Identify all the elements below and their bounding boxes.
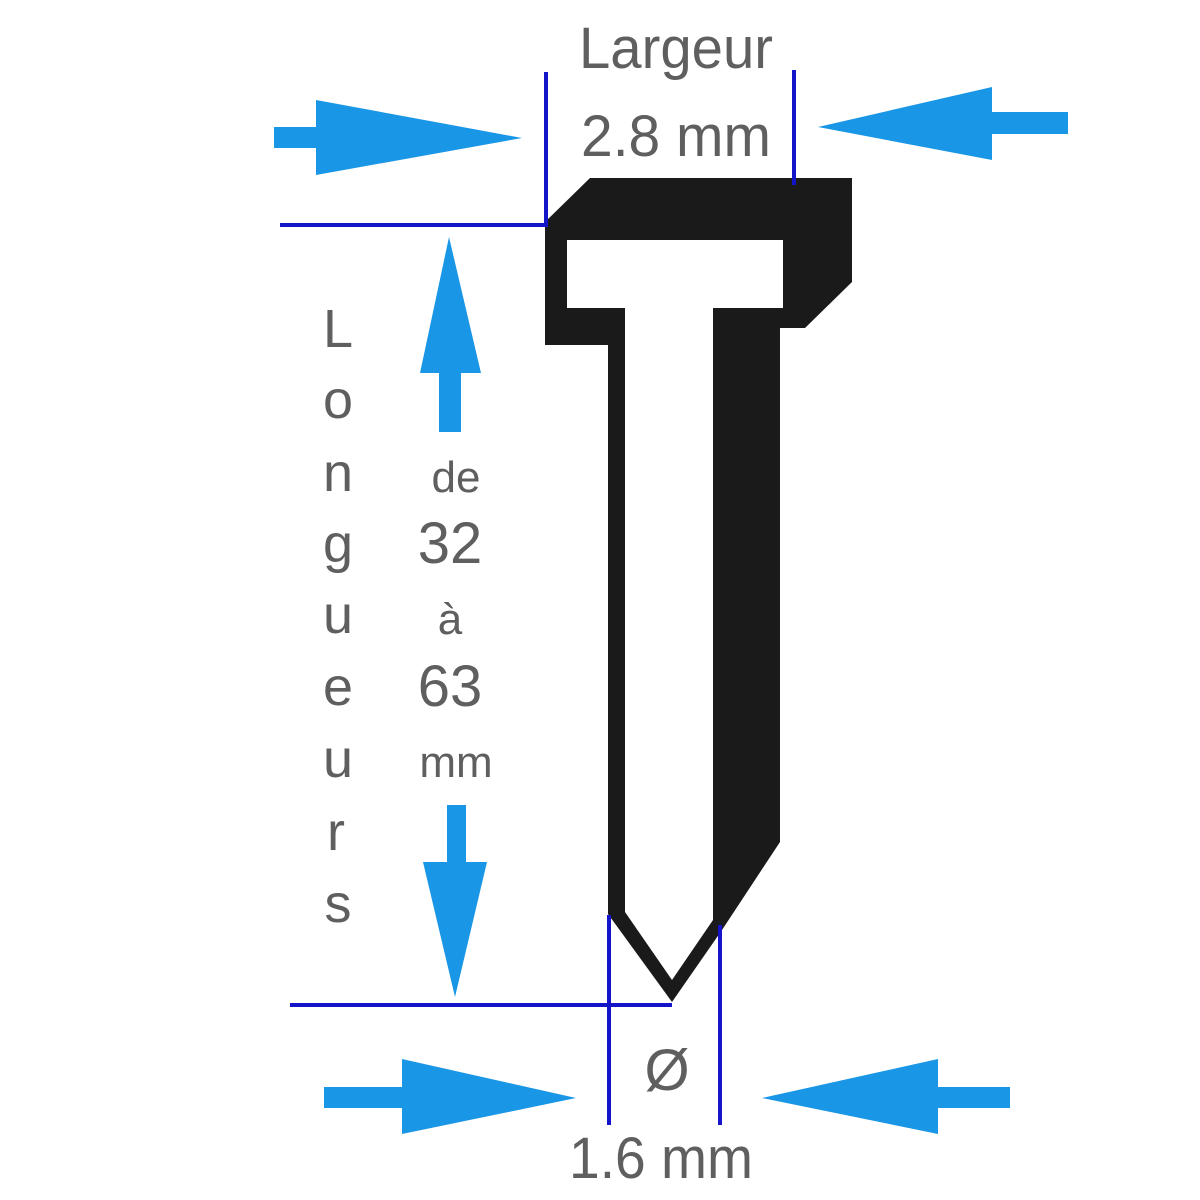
diameter-label: Ø 1.6 mm (569, 1038, 753, 1191)
length-letter: n (323, 443, 353, 503)
diameter-symbol: Ø (644, 1038, 689, 1103)
length-vertical-word: L o n g u e u r s (323, 299, 353, 934)
dimension-lines (280, 70, 796, 1125)
length-letter: u (323, 729, 353, 789)
length-range-unit: mm (419, 738, 492, 787)
length-range-a: à (438, 595, 463, 644)
length-letter: o (323, 370, 353, 430)
length-arrow-down-icon (423, 805, 487, 997)
length-range-max: 63 (418, 654, 483, 719)
dimension-arrows (274, 87, 1068, 1134)
diameter-arrow-left-icon (762, 1059, 1010, 1134)
length-arrow-up-icon (420, 237, 481, 432)
diameter-arrow-right-icon (324, 1059, 576, 1134)
length-letter: g (323, 514, 353, 574)
length-letter: L (323, 299, 353, 359)
nail-outline (545, 178, 852, 1002)
length-range-de: de (432, 453, 481, 502)
width-value: 2.8 mm (581, 104, 771, 169)
length-letter: r (327, 802, 345, 862)
width-title: Largeur (579, 16, 773, 81)
width-label: Largeur 2.8 mm (579, 16, 773, 169)
width-arrow-right-icon (274, 100, 522, 175)
length-letter: s (325, 874, 352, 934)
width-arrow-left-icon (818, 87, 1068, 160)
length-letter: u (323, 585, 353, 645)
length-range-label: de 32 à 63 mm (418, 453, 493, 787)
nail-illustration (545, 178, 852, 1002)
length-range-min: 32 (418, 511, 483, 576)
length-letter: e (323, 657, 353, 717)
diameter-value: 1.6 mm (569, 1126, 753, 1191)
